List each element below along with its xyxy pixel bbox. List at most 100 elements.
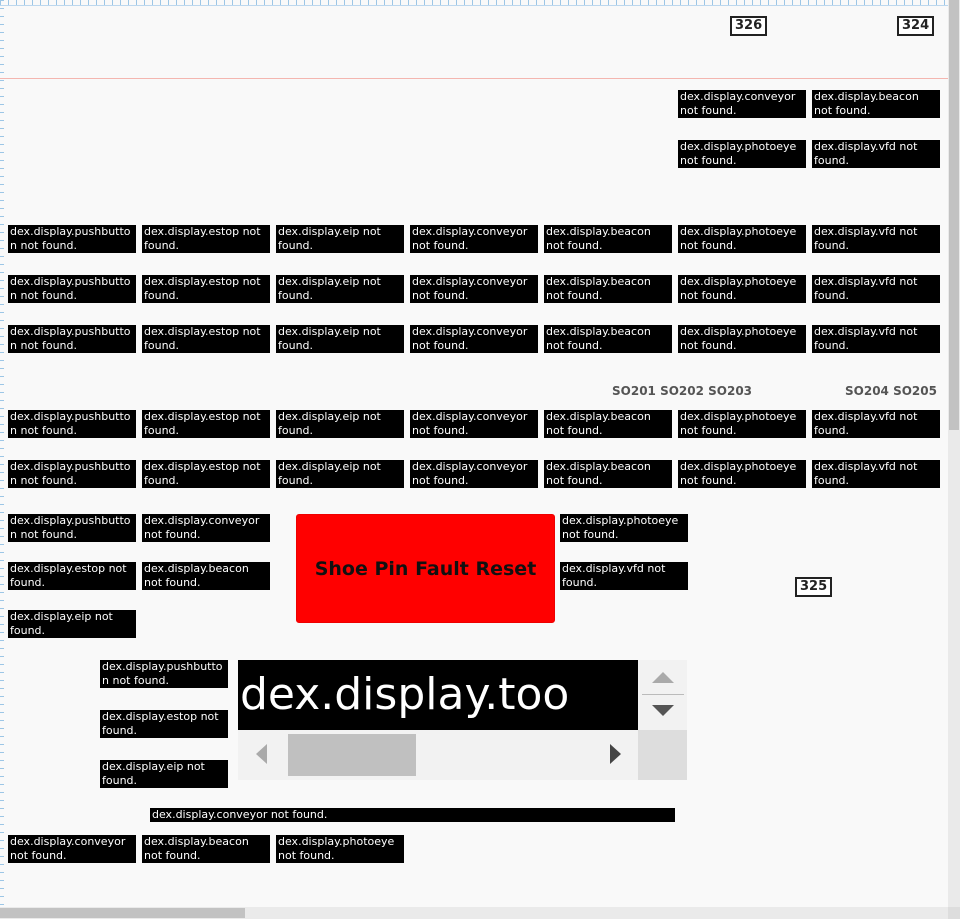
sorter-outputs-left: SO201 SO202 SO203 — [612, 384, 753, 398]
error-message: dex.display.conveyor not found. — [412, 275, 528, 302]
error-message: dex.display.vfd not found. — [814, 460, 918, 487]
error-placeholder: dex.display.pushbutton not found. — [8, 410, 136, 438]
scrollbar-corner — [948, 907, 960, 919]
error-message: dex.display.conveyor not found. — [10, 835, 126, 862]
error-placeholder: dex.display.eip not found. — [276, 410, 404, 438]
error-placeholder: dex.display.estop not found. — [142, 275, 270, 303]
error-placeholder: dex.display.estop not found. — [142, 225, 270, 253]
arrow-down-icon[interactable] — [652, 705, 674, 716]
error-message: dex.display.conveyor not found. — [144, 514, 260, 541]
error-placeholder: dex.display.beacon not found. — [544, 410, 672, 438]
error-message: dex.display.beacon not found. — [546, 325, 651, 352]
error-message: dex.display.conveyor not found. — [680, 90, 796, 117]
error-placeholder: dex.display.vfd not found. — [812, 410, 940, 438]
scroll-corner — [638, 730, 687, 780]
error-placeholder: dex.display.conveyor not found. — [8, 835, 136, 863]
station-label-326: 326 — [730, 16, 768, 36]
error-placeholder: dex.display.conveyor not found. — [410, 275, 538, 303]
error-message: dex.display.photoeye not found. — [680, 225, 797, 252]
error-placeholder: dex.display.photoeye not found. — [276, 835, 404, 863]
error-message: dex.display.vfd not found. — [814, 325, 918, 352]
error-placeholder: dex.display.photoeye not found. — [678, 410, 806, 438]
horizontal-scrollbar[interactable] — [238, 730, 638, 780]
error-message: dex.display.conveyor not found. — [412, 460, 528, 487]
spinner-divider — [642, 694, 684, 695]
error-message: dex.display.eip not found. — [278, 460, 381, 487]
arrow-left-icon[interactable] — [256, 744, 267, 764]
error-placeholder: dex.display.beacon not found. — [544, 275, 672, 303]
error-message: dex.display.estop not found. — [102, 710, 219, 737]
error-placeholder: dex.display.conveyor not found. — [142, 514, 270, 542]
error-placeholder: dex.display.eip not found. — [276, 225, 404, 253]
error-placeholder: dex.display.photoeye not found. — [678, 460, 806, 488]
error-placeholder: dex.display.photoeye not found. — [678, 275, 806, 303]
error-message: dex.display.photoeye not found. — [680, 275, 797, 302]
error-placeholder: dex.display.eip not found. — [276, 325, 404, 353]
error-placeholder: dex.display.eip not found. — [100, 760, 228, 788]
error-placeholder: dex.display.conveyor not found. — [410, 460, 538, 488]
error-placeholder: dex.display.vfd not found. — [812, 325, 940, 353]
error-message: dex.display.pushbutton not found. — [10, 460, 131, 487]
error-placeholder: dex.display.pushbutton not found. — [100, 660, 228, 688]
error-message: dex.display.beacon not found. — [546, 275, 651, 302]
error-message: dex.display.eip not found. — [10, 610, 113, 637]
shoe-pin-fault-reset-button[interactable]: Shoe Pin Fault Reset — [296, 514, 555, 623]
error-placeholder: dex.display.conveyor not found. — [410, 325, 538, 353]
error-placeholder: dex.display.vfd not found. — [560, 562, 688, 590]
error-placeholder: dex.display.beacon not found. — [142, 562, 270, 590]
scroll-text-widget: dex.display.too — [238, 660, 687, 780]
vertical-scrollbar-thumb[interactable] — [949, 0, 959, 430]
error-placeholder: dex.display.vfd not found. — [812, 275, 940, 303]
page-horizontal-scrollbar[interactable] — [0, 907, 948, 919]
error-message: dex.display.pushbutton not found. — [10, 275, 131, 302]
error-placeholder: dex.display.beacon not found. — [142, 835, 270, 863]
arrow-up-icon[interactable] — [652, 672, 674, 683]
station-label-324: 324 — [897, 16, 935, 36]
scrollbar-thumb[interactable] — [288, 734, 416, 776]
error-message: dex.display.pushbutton not found. — [10, 325, 131, 352]
arrow-right-icon[interactable] — [610, 744, 621, 764]
error-message: dex.display.beacon not found. — [546, 410, 651, 437]
error-placeholder: dex.display.beacon not found. — [544, 225, 672, 253]
error-message: dex.display.vfd not found. — [814, 275, 918, 302]
error-message: dex.display.estop not found. — [10, 562, 127, 589]
error-message: dex.display.photoeye not found. — [680, 140, 797, 167]
page-vertical-scrollbar[interactable] — [948, 0, 960, 907]
error-placeholder: dex.display.eip not found. — [8, 610, 136, 638]
error-placeholder: dex.display.photoeye not found. — [560, 514, 688, 542]
error-placeholder: dex.display.estop not found. — [142, 325, 270, 353]
guide-line — [0, 78, 948, 79]
error-placeholder: dex.display.beacon not found. — [544, 325, 672, 353]
error-message: dex.display.conveyor not found. — [412, 410, 528, 437]
vertical-spinner[interactable] — [638, 660, 687, 730]
error-message: dex.display.beacon not found. — [144, 835, 249, 862]
error-message: dex.display.photoeye not found. — [680, 325, 797, 352]
error-message: dex.display.eip not found. — [278, 225, 381, 252]
error-message: dex.display.estop not found. — [144, 275, 261, 302]
error-message: dex.display.beacon not found. — [546, 225, 651, 252]
error-placeholder: dex.display.eip not found. — [276, 275, 404, 303]
error-message: dex.display.photoeye not found. — [562, 514, 679, 541]
error-placeholder: dex.display.pushbutton not found. — [8, 275, 136, 303]
error-placeholder: dex.display.beacon not found. — [812, 90, 940, 118]
error-placeholder: dex.display.vfd not found. — [812, 460, 940, 488]
error-message: dex.display.conveyor not found. — [152, 808, 328, 821]
error-placeholder: dex.display.beacon not found. — [544, 460, 672, 488]
left-ruler — [0, 0, 4, 907]
error-message: dex.display.eip not found. — [278, 325, 381, 352]
error-placeholder: dex.display.estop not found. — [142, 410, 270, 438]
error-message: dex.display.estop not found. — [144, 225, 261, 252]
error-message: dex.display.estop not found. — [144, 410, 261, 437]
error-placeholder: dex.display.pushbutton not found. — [8, 514, 136, 542]
error-placeholder: dex.display.estop not found. — [8, 562, 136, 590]
error-message: dex.display.beacon not found. — [144, 562, 249, 589]
error-placeholder: dex.display.estop not found. — [142, 460, 270, 488]
scroll-text-content: dex.display.too — [238, 660, 638, 730]
error-message: dex.display.photoeye not found. — [278, 835, 395, 862]
error-message: dex.display.estop not found. — [144, 460, 261, 487]
top-ruler — [0, 0, 948, 6]
horizontal-scrollbar-thumb[interactable] — [0, 908, 245, 918]
error-message: dex.display.eip not found. — [102, 760, 205, 787]
station-label-325: 325 — [795, 577, 833, 597]
error-placeholder: dex.display.estop not found. — [100, 710, 228, 738]
